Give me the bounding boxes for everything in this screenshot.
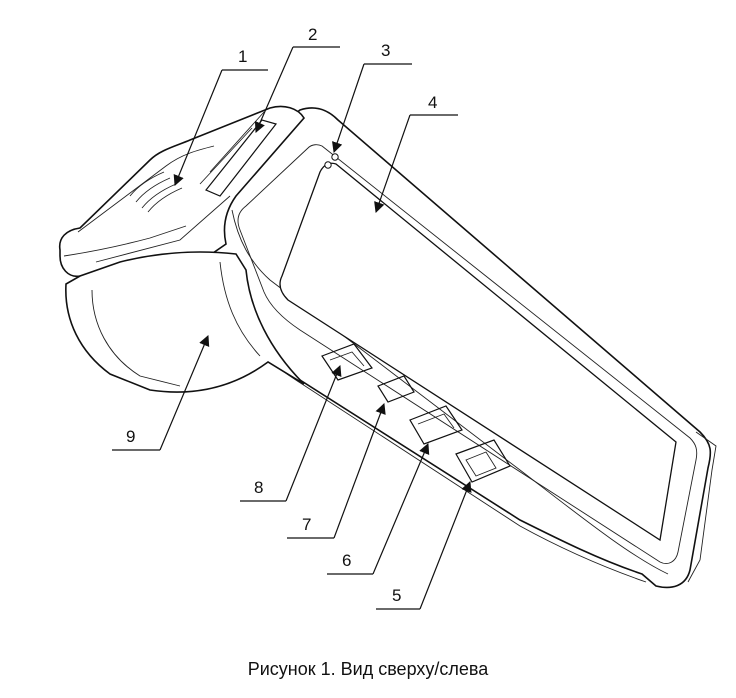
- callout-number: 3: [381, 41, 390, 60]
- callout-5: 5: [376, 480, 472, 610]
- callout-number: 1: [238, 47, 247, 66]
- figure-caption: Рисунок 1. Вид сверху/слева: [247, 659, 489, 679]
- usb-a-port: [409, 405, 463, 445]
- paper-cutter: [205, 119, 278, 197]
- callout-number: 7: [302, 515, 311, 534]
- callout-number: 8: [254, 478, 263, 497]
- callout-number: 6: [342, 551, 351, 570]
- callout-7: 7: [287, 402, 386, 539]
- callout-9: 9: [112, 335, 210, 451]
- callout-number: 5: [392, 586, 401, 605]
- printer-housing: [58, 105, 305, 393]
- front-camera: [324, 161, 332, 169]
- terminal-body: [191, 107, 717, 589]
- callout-number: 4: [428, 93, 437, 112]
- callout-3: 3: [332, 41, 412, 154]
- ethernet-port: [455, 439, 511, 483]
- callout-4: 4: [374, 93, 458, 214]
- cover-latch: [129, 171, 183, 213]
- callout-8: 8: [240, 364, 342, 502]
- callout-6: 6: [327, 443, 430, 575]
- side-ports: [321, 343, 511, 483]
- callout-2: 2: [254, 25, 340, 133]
- callout-number: 2: [308, 25, 317, 44]
- light-sensor: [331, 153, 339, 161]
- callout-number: 9: [126, 427, 135, 446]
- callout-1: 1: [173, 47, 268, 186]
- usb-c-port: [377, 375, 415, 403]
